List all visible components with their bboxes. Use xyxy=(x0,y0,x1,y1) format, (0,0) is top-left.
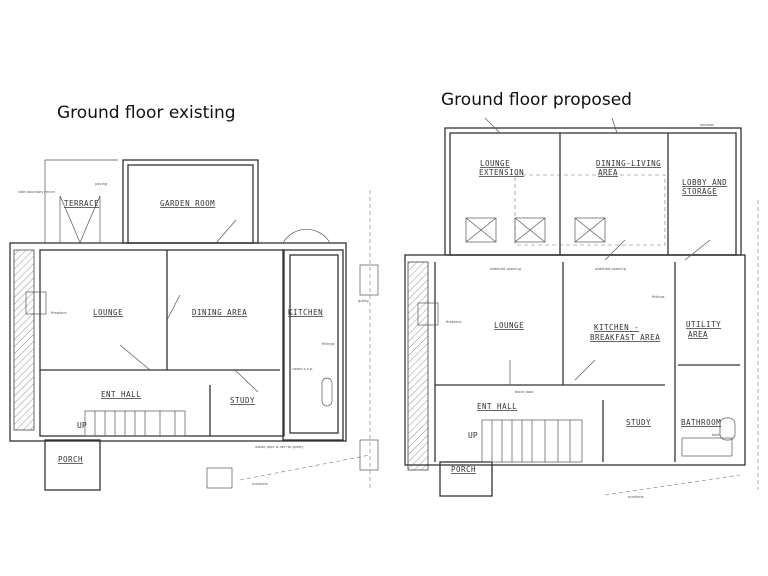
room-label-utility-2: AREA xyxy=(688,330,708,339)
room-label-terrace: TERRACE xyxy=(64,199,99,208)
proposed-plan: LOUNGE EXTENSION DINING-LIVING AREA LOBB… xyxy=(404,117,759,499)
note-fence: side boundary fence xyxy=(18,190,56,194)
note-gulley: gulley xyxy=(358,299,370,303)
room-label-kitchen-2: BREAKFAST AREA xyxy=(590,333,660,342)
room-label-ent-hall: ENT HALL xyxy=(101,390,141,399)
room-label-lounge-proposed: LOUNGE xyxy=(494,321,524,330)
note-fittings: fittings xyxy=(322,342,335,346)
room-label-lounge-extension-2: EXTENSION xyxy=(479,168,524,177)
note-window: window xyxy=(700,123,714,127)
chimney-wall-hatch-proposed xyxy=(407,261,429,471)
note-waste: waste pipe & rain to gulley xyxy=(255,445,304,449)
kitchen-walls xyxy=(282,249,344,441)
room-label-ent-hall-proposed: ENT HALL xyxy=(477,402,517,411)
room-label-kitchen-1: KITCHEN - xyxy=(594,323,639,332)
porch-walls xyxy=(44,439,101,491)
note-block-door: block door xyxy=(515,390,534,394)
room-label-porch-proposed: PORCH xyxy=(451,465,476,474)
room-label-garden-room: GARDEN ROOM xyxy=(160,199,215,208)
existing-plan: TERRACE GARDEN ROOM LOUNGE DINING AREA K… xyxy=(9,159,379,491)
room-label-lounge: LOUNGE xyxy=(93,308,123,317)
note-widened-opening-2: widened opening xyxy=(595,267,626,271)
room-label-dining-living-1: DINING-LIVING xyxy=(596,159,661,168)
left-plan-title: Ground floor existing xyxy=(57,103,236,123)
room-label-study: STUDY xyxy=(230,396,255,405)
note-fireplace: fireplace xyxy=(51,311,67,315)
room-label-dining-area: DINING AREA xyxy=(192,308,247,317)
stairs-up-label: UP xyxy=(77,421,87,430)
room-label-dining-living-2: AREA xyxy=(598,168,618,177)
right-plan-title: Ground floor proposed xyxy=(441,90,632,110)
room-label-lobby-1: LOBBY AND xyxy=(682,178,727,187)
note-widened-opening-1: widened opening xyxy=(490,267,521,271)
note-fittings-proposed: fittings xyxy=(652,295,665,299)
room-label-utility-1: UTILITY xyxy=(686,320,721,329)
porch-walls-proposed xyxy=(439,461,493,497)
proposed-outer-wall xyxy=(404,254,746,466)
note-cased: cased s.v.p. xyxy=(292,367,313,371)
room-label-study-proposed: STUDY xyxy=(626,418,651,427)
room-label-kitchen: KITCHEN xyxy=(288,308,323,317)
note-paving: paving xyxy=(95,182,107,186)
room-label-lobby-2: STORAGE xyxy=(682,187,717,196)
note-fireplace-proposed: fireplace xyxy=(446,320,462,324)
room-label-lounge-extension-1: LOUNGE xyxy=(480,159,510,168)
note-manhole: manhole xyxy=(252,482,268,486)
chimney-wall-hatch xyxy=(13,249,35,431)
note-bath: bath xyxy=(712,433,720,437)
room-label-bathroom: BATHROOM xyxy=(681,418,721,427)
stairs-up-label-proposed: UP xyxy=(468,431,478,440)
note-manhole-proposed: manhole xyxy=(628,495,644,499)
room-label-porch: PORCH xyxy=(58,455,83,464)
